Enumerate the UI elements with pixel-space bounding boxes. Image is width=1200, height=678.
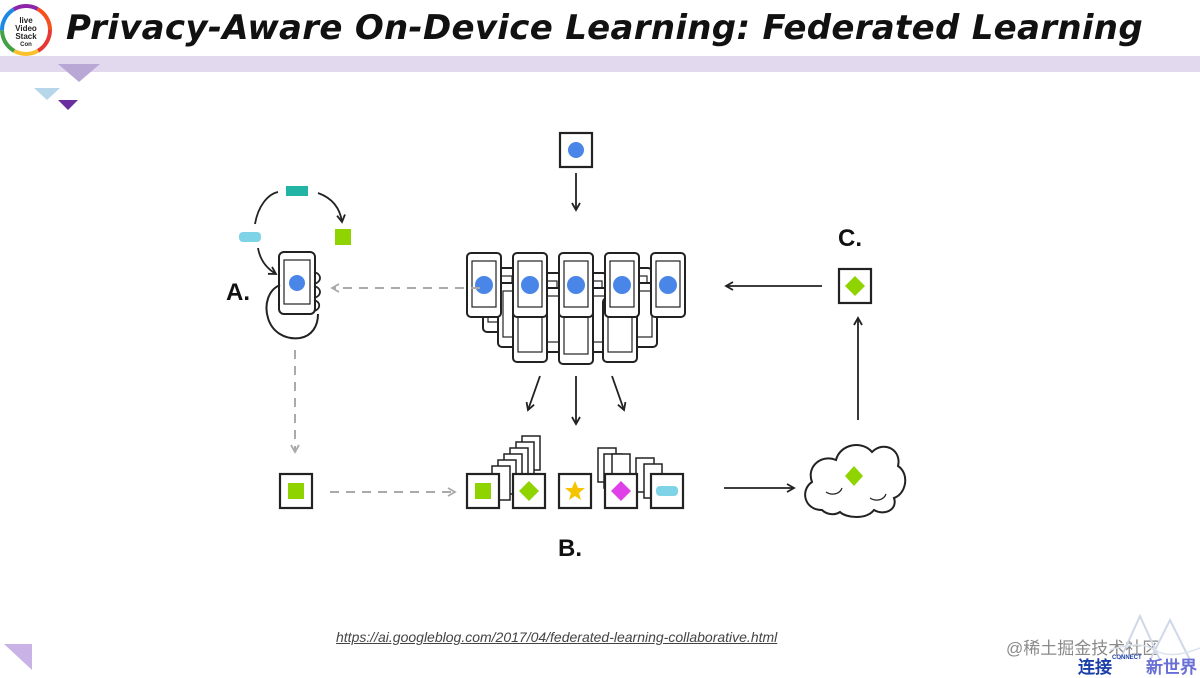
svg-text:Stack: Stack xyxy=(15,32,37,41)
update-cards xyxy=(465,472,685,510)
svg-text:live: live xyxy=(19,16,33,25)
label-b: B. xyxy=(558,535,582,562)
brand-small: CONNECT xyxy=(1112,655,1142,661)
page-title: Privacy-Aware On-Device Learning: Federa… xyxy=(66,8,1143,48)
svg-text:Video: Video xyxy=(15,24,37,33)
user-phone-hand xyxy=(265,251,321,340)
federated-learning-diagram: A. B. xyxy=(226,131,907,562)
local-training-cycle xyxy=(239,186,351,275)
livevideostackcon-logo: live Video Stack Con xyxy=(0,4,52,56)
label-c: C. xyxy=(838,225,862,252)
title-accent-band xyxy=(0,56,1200,72)
label-a: A. xyxy=(226,279,250,306)
svg-text:Con: Con xyxy=(20,42,32,48)
footer-brand-logo: 连接 CONNECT 新世界 xyxy=(1070,613,1200,677)
phone-row xyxy=(466,252,686,318)
improved-model-box xyxy=(837,267,873,305)
decorative-triangle-bottom xyxy=(4,644,32,670)
global-model-box xyxy=(558,131,594,169)
brand-left: 连接 xyxy=(1078,658,1112,677)
watermark-text: @稀土掘金技术社区 xyxy=(1006,639,1160,658)
local-update-box xyxy=(278,472,314,510)
brand-right: 新世界 xyxy=(1146,658,1197,677)
aggregation-cloud xyxy=(804,444,907,518)
decorative-triangles-top xyxy=(34,64,100,110)
arrows-to-updates xyxy=(525,375,627,426)
source-link[interactable]: https://ai.googleblog.com/2017/04/federa… xyxy=(336,629,778,645)
bridge-icon xyxy=(1110,613,1200,661)
